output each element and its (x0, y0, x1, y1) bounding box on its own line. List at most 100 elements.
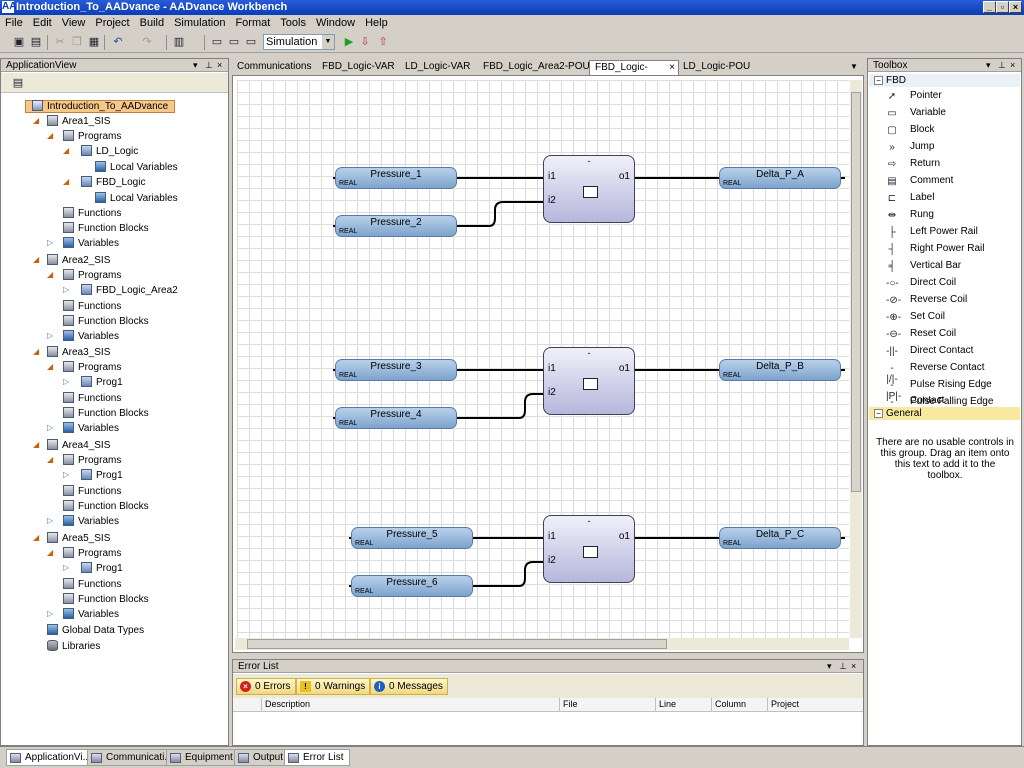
tree-node-programs[interactable]: Programs (63, 129, 121, 144)
collapse-arrow-icon[interactable]: ◢ (33, 533, 40, 542)
tree-node-programs[interactable]: Programs (63, 453, 121, 468)
tree-node-functions[interactable]: Functions (63, 577, 121, 592)
tree-node-functions[interactable]: Functions (63, 206, 121, 221)
menu-format[interactable]: Format (235, 17, 271, 29)
expand-arrow-icon[interactable]: ▷ (47, 609, 54, 618)
download-icon[interactable]: ⇩ (360, 36, 370, 48)
disconnect-icon[interactable]: ▭ (228, 36, 240, 48)
tab-communications[interactable]: Communications (237, 61, 312, 72)
warnings-filter-button[interactable]: !0 Warnings (296, 678, 371, 695)
toolbox-item-rung[interactable]: ⇹Rung (868, 207, 1021, 223)
undo-icon[interactable]: ↶ (113, 36, 123, 48)
redo-icon[interactable]: ↷ (142, 36, 152, 48)
tree-node-prog1[interactable]: Prog1 (81, 468, 123, 483)
tree-node-function-blocks[interactable]: Function Blocks (63, 221, 149, 236)
close-icon[interactable]: × (851, 661, 857, 671)
collapse-arrow-icon[interactable]: ◢ (33, 347, 40, 356)
column-project[interactable]: Project (767, 698, 863, 712)
tree-node-prog1[interactable]: Prog1 (81, 561, 123, 576)
toolbox-item-direct-contact[interactable]: -||-Direct Contact (868, 343, 1021, 359)
tree-node-fbd-logic-area2[interactable]: FBD_Logic_Area2 (81, 283, 178, 298)
tree-node-area3[interactable]: Area3_SIS (47, 345, 110, 360)
mode-select[interactable]: Simulation ▼ (263, 34, 335, 50)
tab-communications-bottom[interactable]: Communicati... (87, 749, 179, 766)
toolbox-item-reverse-coil[interactable]: -⊘-Reverse Coil (868, 292, 1021, 308)
expand-arrow-icon[interactable]: ▷ (47, 423, 54, 432)
menu-view[interactable]: View (61, 17, 86, 29)
upload-icon[interactable]: ⇧ (378, 36, 388, 48)
minimize-button[interactable]: _ (983, 1, 996, 13)
maximize-button[interactable]: ▫ (996, 1, 1009, 13)
tab-application-view[interactable]: ApplicationVi... (6, 749, 97, 766)
column-line[interactable]: Line (655, 698, 711, 712)
dropdown-icon[interactable]: ▾ (827, 661, 832, 671)
expand-arrow-icon[interactable]: ▷ (63, 285, 70, 294)
chevron-down-icon[interactable]: ▼ (850, 62, 858, 71)
toolbox-group-general[interactable]: −General (869, 407, 1020, 420)
tree-node-programs[interactable]: Programs (63, 546, 121, 561)
tree-root[interactable]: Introduction_To_AADvance (25, 99, 176, 114)
tree-node-area5[interactable]: Area5_SIS (47, 531, 110, 546)
tree-node-function-blocks[interactable]: Function Blocks (63, 406, 149, 421)
menu-build[interactable]: Build (139, 17, 165, 29)
menu-help[interactable]: Help (365, 17, 388, 29)
tab-fbd-logic-area2-pou[interactable]: FBD_Logic_Area2-POU (483, 61, 590, 72)
toolbox-item-variable[interactable]: ▭Variable (868, 105, 1021, 121)
tree-node-libraries[interactable]: Libraries (47, 639, 100, 654)
menu-tools[interactable]: Tools (280, 17, 306, 29)
collapse-arrow-icon[interactable]: ◢ (33, 255, 40, 264)
tab-fbd-logic-var[interactable]: FBD_Logic-VAR (322, 61, 395, 72)
tree-node-fbd-logic[interactable]: FBD_Logic (81, 175, 145, 190)
expand-arrow-icon[interactable]: ▷ (63, 563, 70, 572)
toolbox-item-label[interactable]: ⊏Label (868, 190, 1021, 206)
tree-node-function-blocks[interactable]: Function Blocks (63, 592, 149, 607)
expand-arrow-icon[interactable]: ▷ (47, 331, 54, 340)
pin-icon[interactable]: ⊥ (205, 60, 213, 70)
collapse-arrow-icon[interactable]: ◢ (47, 131, 54, 140)
tree-node-variables[interactable]: Variables (63, 607, 119, 622)
tree-node-variables[interactable]: Variables (63, 514, 119, 529)
toolbox-item-return[interactable]: ⇨Return (868, 156, 1021, 172)
run-icon[interactable]: ▶ (344, 36, 354, 48)
toolbox-item-set-coil[interactable]: -⊕-Set Coil (868, 309, 1021, 325)
tree-node-ld-logic[interactable]: LD_Logic (81, 144, 138, 159)
column-file[interactable]: File (559, 698, 655, 712)
tab-error-list[interactable]: Error List (284, 749, 350, 766)
tree-node-variables[interactable]: Variables (63, 421, 119, 436)
toolbox-item-comment[interactable]: ▤Comment (868, 173, 1021, 189)
properties-icon[interactable]: ▤ (12, 77, 24, 89)
tab-output[interactable]: Output (234, 749, 290, 766)
tree-node-function-blocks[interactable]: Function Blocks (63, 314, 149, 329)
close-button[interactable]: × (1009, 1, 1022, 13)
expand-arrow-icon[interactable]: ▷ (63, 377, 70, 386)
toolbox-group-fbd[interactable]: −FBD (869, 74, 1020, 87)
tab-ld-logic-var[interactable]: LD_Logic-VAR (405, 61, 471, 72)
toolbox-item-reverse-contact[interactable]: -|/|-Reverse Contact (868, 360, 1021, 385)
save-icon[interactable]: ▣ (13, 36, 25, 48)
tree-node-local-variables[interactable]: Local Variables (95, 191, 178, 206)
collapse-arrow-icon[interactable]: ◢ (63, 177, 70, 186)
tree-node-functions[interactable]: Functions (63, 484, 121, 499)
menu-file[interactable]: File (5, 17, 23, 29)
toolbox-item-reset-coil[interactable]: -⊖-Reset Coil (868, 326, 1021, 342)
toolbox-item-right-power-rail[interactable]: ┤Right Power Rail (868, 241, 1021, 257)
save-all-icon[interactable]: ▤ (30, 36, 42, 48)
connect-icon[interactable]: ▭ (211, 36, 223, 48)
menu-edit[interactable]: Edit (32, 17, 52, 29)
tree-node-area1[interactable]: Area1_SIS (47, 114, 110, 129)
dropdown-icon[interactable]: ▾ (986, 60, 991, 70)
menu-window[interactable]: Window (315, 17, 356, 29)
toolbox-item-block[interactable]: ▢Block (868, 122, 1021, 138)
tab-equipment[interactable]: Equipment (166, 749, 239, 766)
collapse-arrow-icon[interactable]: ◢ (47, 270, 54, 279)
